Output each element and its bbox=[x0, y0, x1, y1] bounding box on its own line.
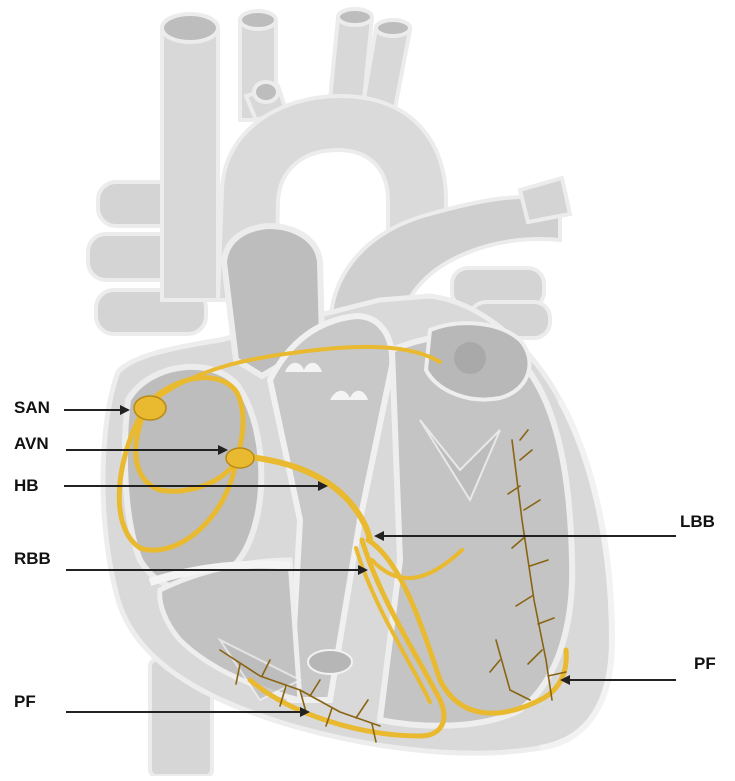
label-hb: HB bbox=[14, 476, 39, 495]
label-rbb: RBB bbox=[14, 549, 51, 568]
label-san: SAN bbox=[14, 398, 50, 417]
label-pf-right: PF bbox=[694, 654, 716, 673]
atrioventricular-node bbox=[226, 448, 254, 468]
label-pf-left: PF bbox=[14, 692, 36, 711]
label-avn: AVN bbox=[14, 434, 49, 453]
superior-vena-cava bbox=[162, 30, 218, 300]
sinoatrial-node bbox=[134, 396, 166, 420]
label-lbb: LBB bbox=[680, 512, 715, 531]
